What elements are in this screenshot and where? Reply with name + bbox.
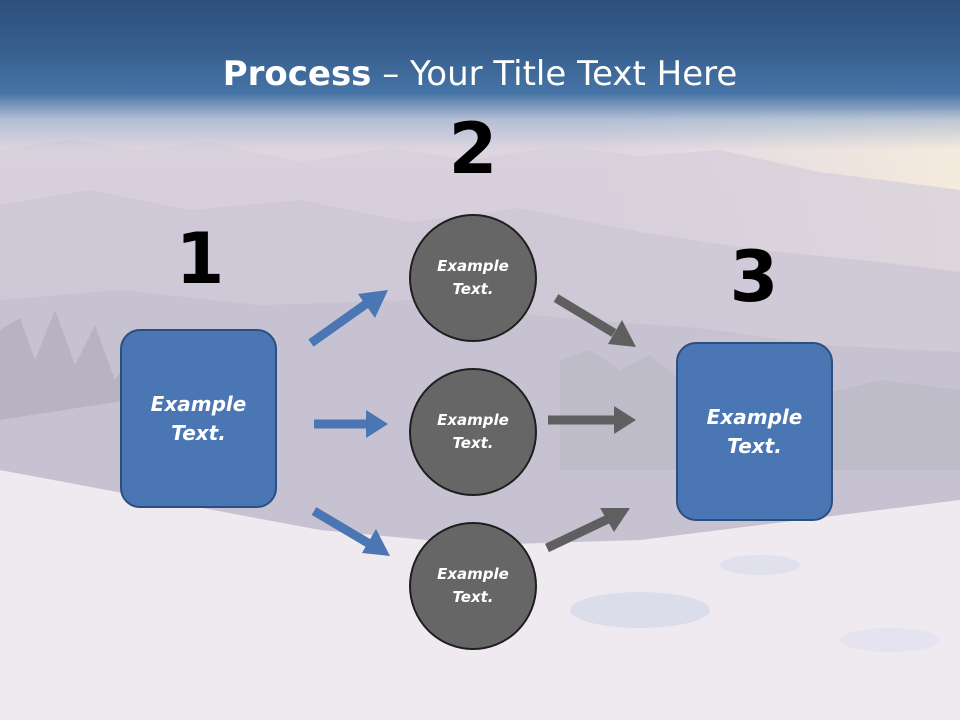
circle-bottom: Example Text. [409, 522, 537, 650]
arrow-left-to-middle [314, 410, 388, 438]
circle-top-label: Example Text. [437, 257, 509, 298]
arrow-left-to-bottom [311, 507, 390, 556]
title-bar [0, 0, 960, 150]
step-number-2: 2 [448, 108, 498, 190]
circle-middle-label: Example Text. [437, 411, 509, 452]
right-box-label: Example Text. [706, 404, 803, 458]
title-bold: Process [222, 54, 372, 94]
slide-title: Process – Your Title Text Here [0, 52, 960, 96]
circle-middle: Example Text. [409, 368, 537, 496]
arrow-bottom-to-right [545, 508, 630, 553]
step-number-3: 3 [729, 236, 779, 318]
circle-bottom-label: Example Text. [437, 565, 509, 606]
arrow-left-to-top [308, 290, 388, 347]
arrow-top-to-right [553, 294, 636, 347]
left-step-box: Example Text. [120, 329, 277, 508]
left-box-label: Example Text. [150, 391, 247, 445]
right-step-box: Example Text. [676, 342, 833, 521]
arrow-middle-to-right [548, 406, 636, 434]
title-rest: – Your Title Text Here [371, 54, 738, 94]
circle-top: Example Text. [409, 214, 537, 342]
step-number-1: 1 [175, 218, 225, 300]
